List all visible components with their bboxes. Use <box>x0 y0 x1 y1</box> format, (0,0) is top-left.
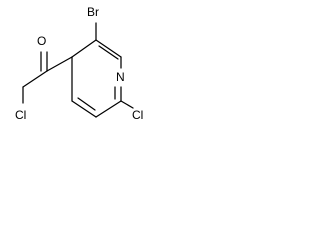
bond-c2-c3 <box>95 100 122 118</box>
bond-c3-c4 <box>71 100 97 118</box>
bond-carbonyl-ch2 <box>22 70 48 88</box>
atom-label-chlorine-ring: Cl <box>132 108 143 122</box>
bond-c5-c4 <box>71 39 97 58</box>
bonds <box>22 22 134 118</box>
bond-c2-cl <box>120 100 134 109</box>
atom-labels: Br O N Cl Cl <box>15 5 143 122</box>
bond-c3-c4-double <box>77 97 96 111</box>
bond-c4-carbonyl <box>46 56 73 72</box>
bond-c5-c6-double <box>98 45 119 60</box>
atom-label-nitrogen: N <box>116 70 125 84</box>
atom-label-oxygen: O <box>37 34 46 48</box>
chemical-structure: Br O N Cl Cl <box>15 5 143 122</box>
bond-c5-c6 <box>95 39 122 58</box>
atom-label-chlorine-alkyl: Cl <box>15 108 26 122</box>
atom-label-bromine: Br <box>87 5 99 19</box>
